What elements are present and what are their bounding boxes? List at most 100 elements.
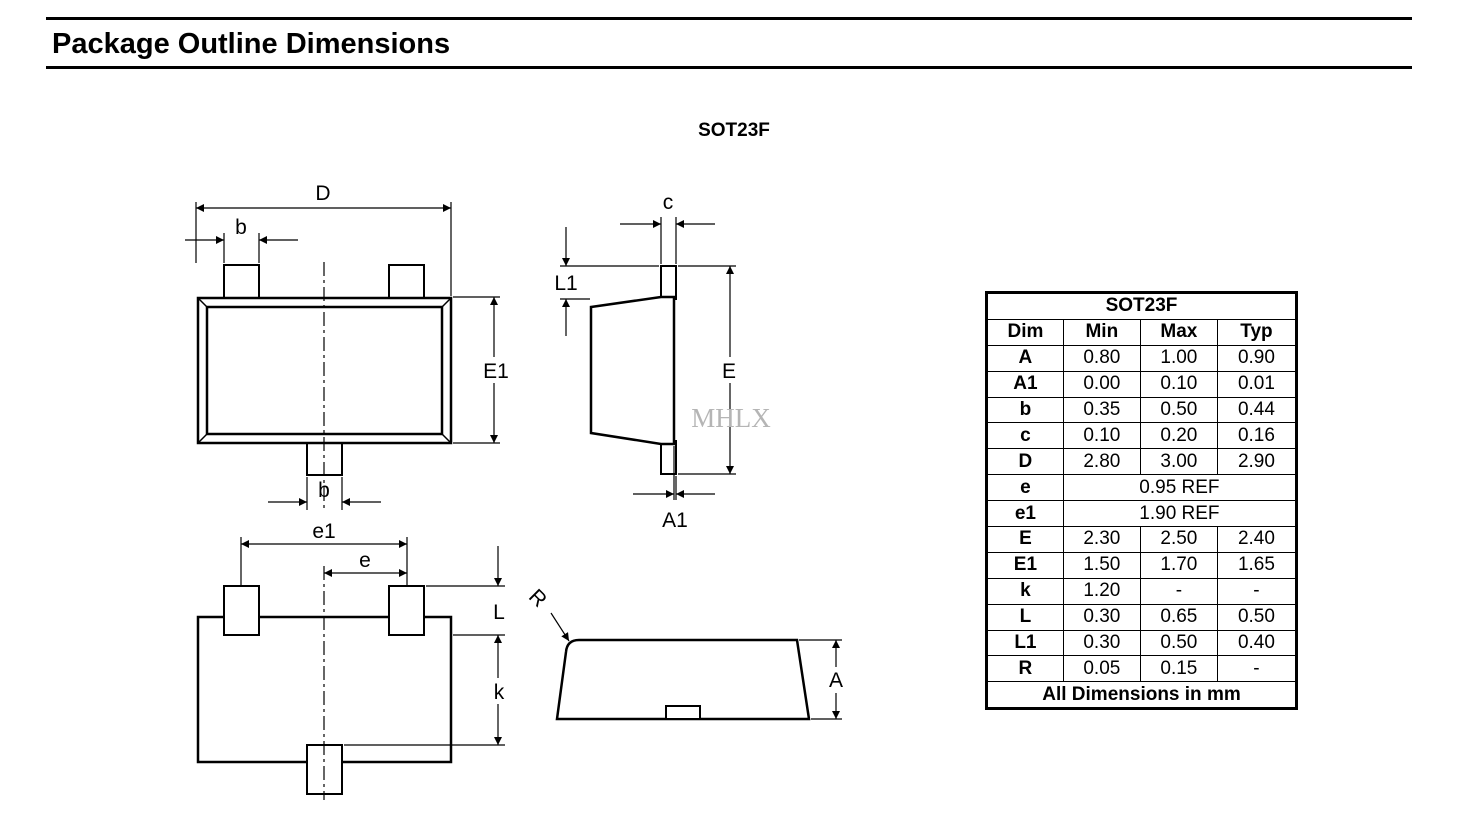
table-header-dim: Dim (986, 318, 1064, 346)
dim-label-L1: L1 (554, 272, 577, 295)
table-cell-max: 0.10 (1139, 370, 1218, 398)
bottom-view-body (196, 615, 453, 764)
table-cell-dim: c (986, 422, 1064, 450)
table-cell-max: - (1139, 577, 1218, 605)
table-cell-dim: L1 (986, 629, 1064, 657)
dim-label-L: L (493, 601, 505, 624)
table-cell-dim: E1 (986, 551, 1064, 579)
dim-label-R: R (524, 585, 551, 612)
table-cell-dim: L (986, 603, 1064, 631)
table-cell-dim: A1 (986, 370, 1064, 398)
table-cell-ref: 1.90 REF (1062, 500, 1298, 528)
table-cell-min: 0.35 (1062, 396, 1141, 424)
table-header-min: Min (1062, 318, 1141, 346)
table-cell-dim: b (986, 396, 1064, 424)
table-title: SOT23F (986, 292, 1297, 320)
header-rule-bottom (46, 66, 1412, 69)
watermark: MHLX (691, 403, 771, 433)
table-footer-row: All Dimensions in mm (986, 681, 1297, 710)
dim-label-b-top: b (235, 216, 247, 239)
table-cell-min: 0.00 (1062, 370, 1141, 398)
table-cell-min: 2.30 (1062, 526, 1141, 553)
package-name-label: SOT23F (698, 120, 770, 141)
front-view (550, 612, 842, 721)
dim-label-A1: A1 (662, 509, 688, 532)
table-cell-typ: 0.16 (1216, 422, 1298, 450)
top-view-lead-right (388, 264, 425, 299)
dim-label-E1: E1 (483, 360, 509, 383)
table-cell-typ: 2.90 (1216, 448, 1298, 476)
dim-label-e: e (359, 549, 371, 572)
front-view-body (555, 638, 811, 721)
table-cell-dim: e1 (986, 500, 1064, 528)
dim-label-e1: e1 (312, 520, 335, 543)
table-footer: All Dimensions in mm (986, 681, 1297, 710)
table-cell-dim: E (986, 526, 1064, 553)
table-cell-dim: k (986, 577, 1064, 605)
top-view (185, 202, 500, 510)
table-cell-min: 0.30 (1062, 629, 1141, 657)
dim-label-E: E (722, 360, 736, 383)
dim-label-b-bottom: b (318, 479, 330, 502)
table-cell-max: 3.00 (1139, 448, 1218, 476)
table-cell-min: 2.80 (1062, 448, 1141, 476)
table-header-max: Max (1139, 318, 1218, 346)
table-cell-typ: - (1216, 655, 1298, 683)
table-cell-typ: - (1216, 577, 1298, 605)
table-cell-min: 0.05 (1062, 655, 1141, 683)
header-rule-top (46, 17, 1412, 20)
table-cell-typ: 2.40 (1216, 526, 1298, 553)
table-cell-min: 0.30 (1062, 603, 1141, 631)
table-cell-typ: 0.01 (1216, 370, 1298, 398)
table-cell-typ: 0.40 (1216, 629, 1298, 657)
table-cell-dim: D (986, 448, 1064, 476)
table-cell-typ: 0.90 (1216, 344, 1298, 372)
table-cell-dim: A (986, 344, 1064, 372)
table-cell-max: 1.00 (1139, 344, 1218, 372)
bottom-view (196, 537, 505, 800)
dim-label-c: c (663, 191, 674, 214)
table-cell-max: 0.50 (1139, 396, 1218, 424)
table-cell-max: 0.20 (1139, 422, 1218, 450)
dim-label-k: k (494, 681, 505, 704)
side-view (560, 217, 736, 500)
table-cell-max: 0.50 (1139, 629, 1218, 657)
dim-label-D: D (315, 182, 330, 205)
table-header-typ: Typ (1216, 318, 1298, 346)
table-cell-min: 1.20 (1062, 577, 1141, 605)
table-cell-max: 0.15 (1139, 655, 1218, 683)
table-cell-ref: 0.95 REF (1062, 474, 1298, 502)
table-cell-max: 1.70 (1139, 551, 1218, 579)
table-cell-typ: 1.65 (1216, 551, 1298, 579)
top-view-lead-left (223, 264, 260, 299)
page-title: Package Outline Dimensions (52, 28, 451, 60)
side-view-body (589, 295, 676, 446)
table-cell-typ: 0.50 (1216, 603, 1298, 631)
table-cell-max: 0.65 (1139, 603, 1218, 631)
table-cell-max: 2.50 (1139, 526, 1218, 553)
table-cell-min: 0.10 (1062, 422, 1141, 450)
table-cell-dim: e (986, 474, 1064, 502)
dim-label-A: A (829, 669, 843, 692)
table-cell-dim: R (986, 655, 1064, 683)
table-title-row: SOT23F (986, 292, 1297, 320)
table-cell-min: 0.80 (1062, 344, 1141, 372)
table-cell-min: 1.50 (1062, 551, 1141, 579)
table-cell-typ: 0.44 (1216, 396, 1298, 424)
